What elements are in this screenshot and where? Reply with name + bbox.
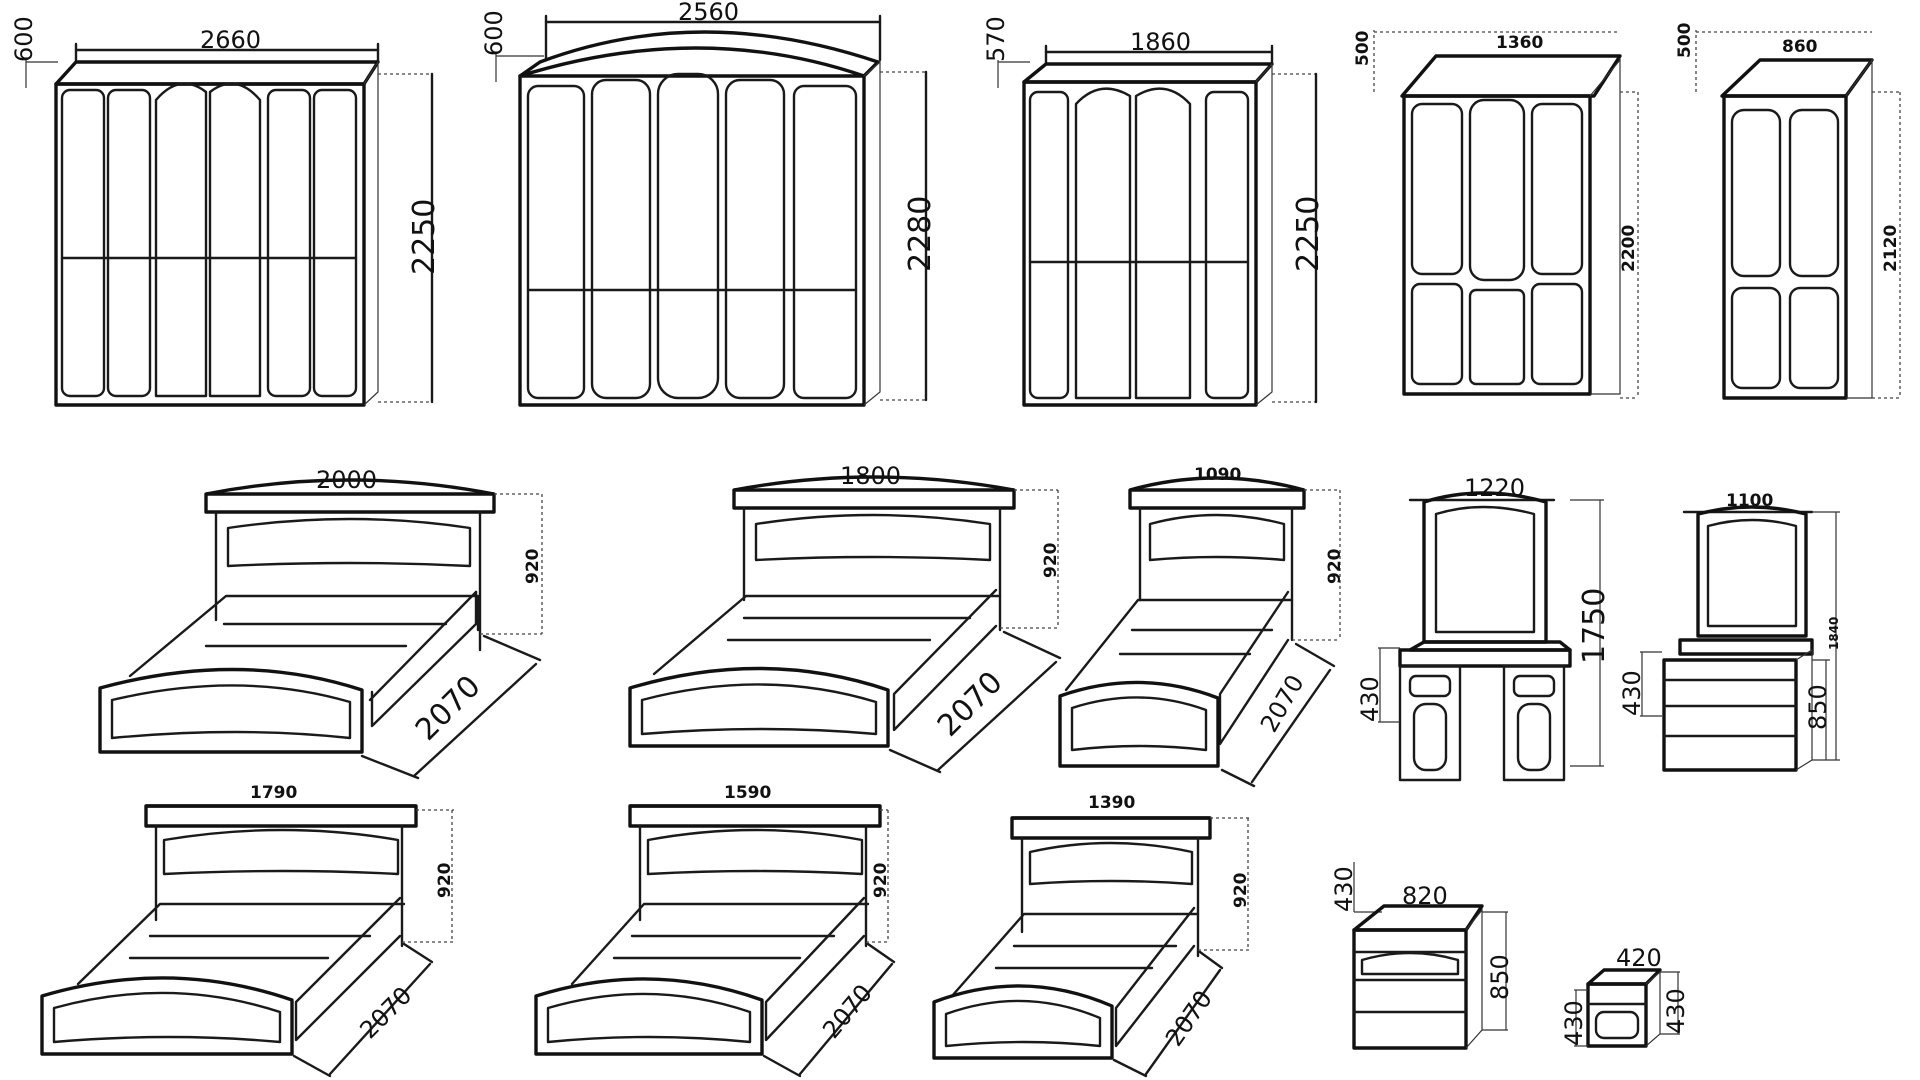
wardrobe-1860-doors — [1028, 87, 1250, 400]
wardrobe-1860: 570 1860 2250 — [982, 16, 1326, 407]
wardrobe-1360-doors — [1410, 98, 1584, 386]
vanity-1100-body-height-label: 850 — [1804, 684, 1832, 730]
wardrobe-2660-doors — [60, 82, 358, 398]
wardrobe-1860-width-label: 1860 — [1130, 28, 1191, 56]
bed-1090-height-label: 920 — [1325, 548, 1345, 584]
wardrobe-1360-depth-label: 500 — [1353, 30, 1373, 66]
nightstand-420: 420 430 430 — [1560, 944, 1690, 1048]
wardrobe-1360: 500 1360 2200 — [1353, 30, 1639, 399]
bed-1390-width-label: 1390 — [1088, 793, 1135, 813]
vanity-1220: 1220 1750 430 — [1356, 474, 1612, 782]
bed-1090-width-label: 1090 — [1194, 465, 1241, 485]
wardrobe-860-width-label: 860 — [1782, 37, 1818, 57]
wardrobe-860-depth-label: 500 — [1675, 22, 1695, 58]
bed-1790-height-label: 920 — [435, 862, 455, 898]
bed-1390-height-label: 920 — [1231, 872, 1251, 908]
nightstand-420-height-label: 430 — [1560, 1000, 1588, 1046]
wardrobe-2560-depth-label: 600 — [480, 10, 508, 56]
bed-1790: 1790 920 2070 — [40, 783, 455, 1078]
vanity-1100: 1100 1840 850 430 — [1618, 491, 1841, 772]
wardrobe-2560-width-label: 2560 — [678, 0, 739, 26]
wardrobe-860: 500 860 2120 — [1675, 22, 1901, 400]
wardrobe-2560-height-label: 2280 — [903, 196, 938, 272]
dresser-820-depth-label: 430 — [1330, 866, 1358, 912]
bed-1790-width-label: 1790 — [250, 783, 297, 803]
wardrobe-2660: 600 2660 2250 — [10, 16, 442, 407]
bed-2000-height-label: 920 — [523, 548, 543, 584]
bed-1790-length-label: 2070 — [354, 981, 417, 1044]
wardrobe-1860-height-label: 2250 — [1291, 196, 1326, 272]
wardrobe-2560-doors — [526, 72, 858, 400]
bed-1090: 1090 920 2070 — [1058, 465, 1345, 788]
wardrobe-2560: 600 2560 2280 — [480, 0, 938, 407]
bed-2000-length-label: 2070 — [409, 669, 488, 748]
wardrobe-2660-height-label: 2250 — [407, 199, 442, 275]
vanity-1100-height-label: 1840 — [1827, 617, 1841, 650]
bed-1800: 1800 920 2070 — [628, 462, 1062, 774]
bed-1390-length-label: 2070 — [1160, 985, 1218, 1051]
vanity-1220-width-label: 1220 — [1464, 474, 1525, 502]
nightstand-420-depth-label: 430 — [1662, 988, 1690, 1034]
wardrobe-2660-depth-label: 600 — [10, 16, 38, 62]
bed-2000: 2000 920 2070 — [98, 466, 543, 780]
wardrobe-1360-width-label: 1360 — [1496, 33, 1543, 53]
dresser-820: 430 820 850 — [1330, 862, 1514, 1050]
wardrobe-1360-height-label: 2200 — [1619, 225, 1639, 272]
vanity-1220-height-label: 1750 — [1577, 588, 1612, 664]
wardrobe-1860-depth-label: 570 — [982, 16, 1010, 62]
bed-1590: 1590 920 2070 — [534, 783, 896, 1078]
nightstand-420-width-label: 420 — [1616, 944, 1662, 972]
bed-1390: 1390 920 2070 — [932, 793, 1251, 1078]
vanity-1100-depth-label: 430 — [1618, 670, 1646, 716]
bed-1800-length-label: 2070 — [931, 665, 1010, 744]
wardrobe-2660-width-label: 2660 — [200, 26, 261, 54]
bed-1590-width-label: 1590 — [724, 783, 771, 803]
wardrobe-860-height-label: 2120 — [1881, 225, 1901, 272]
vanity-1220-depth-label: 430 — [1356, 676, 1384, 722]
dresser-820-height-label: 850 — [1486, 954, 1514, 1000]
bed-1590-length-label: 2070 — [817, 979, 878, 1044]
bed-1800-height-label: 920 — [1041, 542, 1061, 578]
wardrobe-860-doors — [1730, 108, 1840, 390]
bed-1590-height-label: 920 — [871, 862, 891, 898]
